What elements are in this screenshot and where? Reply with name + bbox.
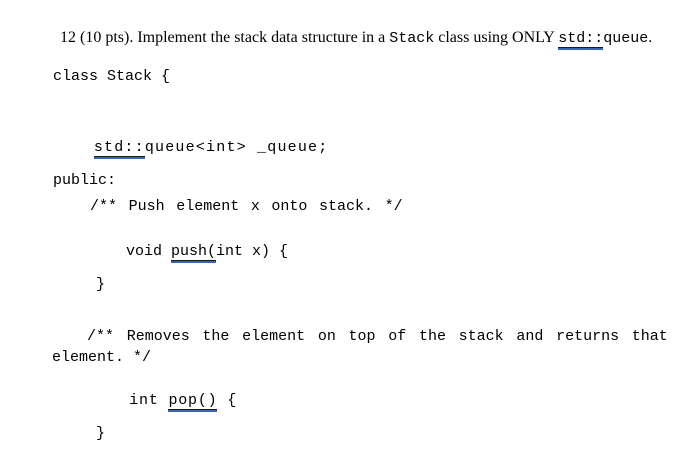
- inline-code-stack: Stack: [389, 30, 435, 47]
- title-text-1: 12 (10 pts). Implement the stack data st…: [60, 29, 390, 46]
- code-line-push-signature: void push(int x) {: [90, 223, 288, 280]
- inline-code-std-underlined: std::: [558, 30, 604, 48]
- pop-return-type: int: [129, 392, 169, 409]
- pop-method-underlined: pop(): [168, 392, 218, 410]
- push-return-type: void: [126, 243, 172, 260]
- pop-params: {: [217, 392, 238, 409]
- code-line-pop-signature: int pop() {: [90, 372, 237, 429]
- question-title: 12 (10 pts). Implement the stack data st…: [44, 8, 652, 69]
- code-line-pop-comment-2: element. */: [52, 349, 152, 366]
- code-line-push-comment: /** Push element x onto stack. */: [90, 198, 403, 215]
- member-std-underlined: std::: [93, 139, 145, 157]
- code-line-member: std::queue<int> _queue;: [53, 119, 328, 176]
- code-line-close-brace-1: }: [96, 276, 106, 293]
- title-text-3: .: [648, 29, 653, 46]
- code-line-public: public:: [53, 172, 117, 189]
- title-text-2: class using ONLY: [434, 29, 559, 46]
- code-line-class-decl: class Stack {: [53, 68, 171, 85]
- code-line-close-brace-2: }: [96, 425, 106, 442]
- inline-code-queue: queue: [603, 30, 649, 47]
- member-rest: queue<int> _queue;: [144, 139, 329, 156]
- code-line-pop-comment-1: /** Removes the element on top of the st…: [87, 328, 668, 345]
- push-method-underlined: push(: [171, 243, 217, 261]
- push-params: int x) {: [216, 243, 289, 260]
